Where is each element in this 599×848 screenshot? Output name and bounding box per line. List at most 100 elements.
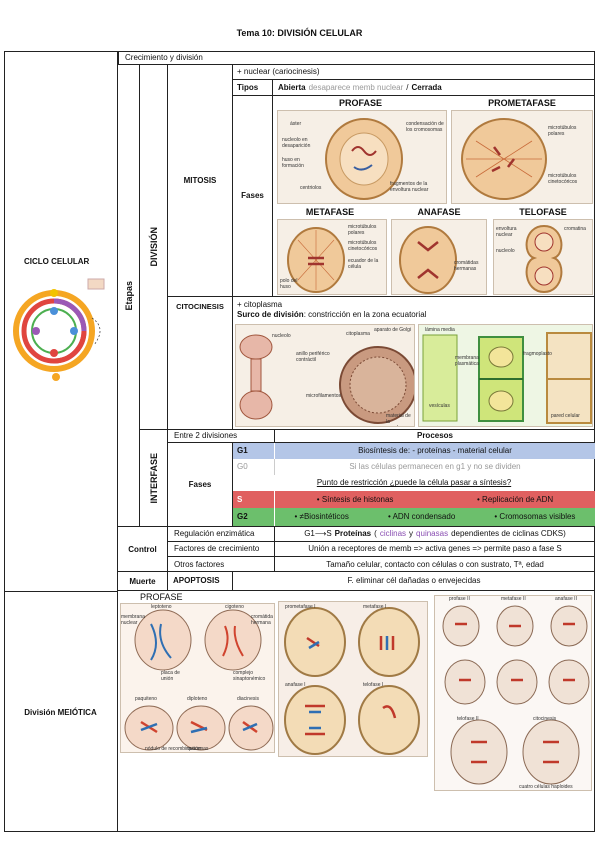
mitosis-figures: PROFASE áster nucleolo en desaparición h… bbox=[273, 96, 595, 297]
citocinesis-cell: + citoplasma Surco de división: constric… bbox=[233, 297, 595, 430]
mei-label-10: quiasmas bbox=[187, 746, 209, 752]
tipos-value: Abierta desaparece memb nuclear / Cerrad… bbox=[273, 80, 595, 96]
citocinesis-plant-image: lámina media vesículas pared celular mem… bbox=[418, 324, 593, 427]
cito-label-3: citoplasma bbox=[346, 331, 370, 337]
g0-text: Si las células permanecen en g1 y no se … bbox=[349, 462, 521, 472]
mei-label-11: prometafase I bbox=[285, 604, 316, 610]
profase-caption: PROFASE bbox=[338, 98, 382, 108]
mei-label-15: profase II bbox=[449, 596, 470, 602]
g2-item-b: • ADN condensado bbox=[387, 512, 456, 522]
meiosis-profase-image: leptoteno cigoteno membrana nuclear crom… bbox=[120, 603, 275, 753]
cito-label-8: pared celular bbox=[551, 413, 580, 419]
prof-label-5: fragmentos de la envoltura nuclear bbox=[390, 181, 429, 193]
mitosis-label: MITOSIS bbox=[168, 65, 233, 297]
g2-item-c: • Cromosomas visibles bbox=[494, 512, 576, 522]
interfase-fases-label: Fases bbox=[168, 443, 233, 526]
mei-label-5: complejo sinaptonémico bbox=[233, 670, 266, 682]
mei-label-9: nódulo de recombinación bbox=[145, 746, 201, 752]
control-r2-label: Factores de crecimiento bbox=[168, 542, 275, 557]
ciclo-celular-label: CICLO CELULAR bbox=[24, 257, 90, 266]
control-r1-label: Regulación enzimática bbox=[168, 527, 275, 542]
cerrada: Cerrada bbox=[411, 82, 442, 92]
muerte-label: Muerte bbox=[118, 571, 168, 591]
ana-label-0: cromátidas hermanas bbox=[454, 260, 479, 272]
meta-label-1: microtúbulos cinetocóricos bbox=[348, 240, 378, 252]
telofase-image: envoltura nuclear nucleolo cromatina bbox=[493, 219, 593, 295]
profase-image: áster nucleolo en desaparición huso en f… bbox=[277, 110, 447, 204]
mei-label-8: diacinesis bbox=[237, 696, 259, 702]
division-label: DIVISIÓN bbox=[148, 227, 159, 267]
cito-text: + citoplasma bbox=[237, 300, 283, 309]
prof-label-2: huso en formación bbox=[282, 157, 304, 169]
mei-label-17: anafase II bbox=[555, 596, 577, 602]
cito-label-4: aparato de Golgi bbox=[374, 327, 411, 333]
cito-label-5: vesículas bbox=[429, 403, 450, 409]
g1-text: Biosíntesis de: - proteínas - material c… bbox=[275, 443, 595, 459]
g1-label: G1 bbox=[233, 443, 275, 459]
s-item-b: • Replicación de ADN bbox=[477, 494, 554, 504]
anafase-caption: ANAFASE bbox=[417, 207, 461, 217]
meiosis-figures: PROFASE leptoteno cigoteno membrana nucl… bbox=[118, 591, 595, 832]
tipos-label: Tipos bbox=[233, 80, 273, 96]
muerte-value: F. eliminar cél dañadas o envejecidas bbox=[233, 571, 595, 591]
surco-title: Surco de división bbox=[237, 310, 304, 319]
g2-row: • ≠Biosintéticos • ADN condensado • Crom… bbox=[275, 508, 595, 526]
mei-label-3: cromátida hermana bbox=[251, 614, 273, 626]
prometafase-caption: PROMETAFASE bbox=[488, 98, 556, 108]
control-r2-value: Unión a receptores de memb => activa gen… bbox=[275, 542, 595, 557]
mei-label-12: metafase I bbox=[363, 604, 387, 610]
mei-label-14: telofase I bbox=[363, 682, 384, 688]
apoptosis-label: APOPTOSIS bbox=[168, 571, 233, 591]
punto-restriccion: Punto de restricción ¿puede la célula pa… bbox=[316, 478, 512, 488]
anafase-image: cromátidas hermanas bbox=[391, 219, 487, 295]
r1-proteinas: Proteínas bbox=[334, 529, 372, 539]
mei-label-0: leptoteno bbox=[151, 604, 172, 610]
surco-rest: : constricción en la zona ecuatorial bbox=[303, 310, 427, 319]
meta-label-0: microtúbulos polares bbox=[348, 224, 377, 236]
mei-label-19: citocinesis bbox=[533, 716, 557, 722]
r1-quinasas: quinasas bbox=[416, 529, 449, 539]
mei-label-16: metafase II bbox=[501, 596, 526, 602]
cito-label-0: nucleolo bbox=[272, 333, 291, 339]
meiosis-I-image: prometafase I metafase I anafase I telof… bbox=[278, 601, 428, 757]
entre-divisiones: Entre 2 divisiones bbox=[168, 430, 275, 443]
cito-label-6: material de la membrana bbox=[386, 413, 411, 426]
mei-label-4: placa de unión bbox=[161, 670, 180, 682]
mei-label-7: diploteno bbox=[187, 696, 208, 702]
prof-label-3: centriolos bbox=[300, 185, 322, 191]
ciclo-celular-cell: CICLO CELULAR bbox=[4, 51, 118, 591]
telo-label-2: cromatina bbox=[564, 226, 586, 232]
citocinesis-label: CITOCINESIS bbox=[168, 297, 233, 430]
control-rows: Regulación enzimática G1⟶S Proteínas (ci… bbox=[168, 526, 595, 572]
r1-y: y bbox=[409, 529, 414, 539]
prometafase-image: microtúbulos polares microtúbulos cineto… bbox=[451, 110, 593, 204]
r1-paren: ( bbox=[374, 529, 377, 539]
g2-item-a: • ≠Biosintéticos bbox=[294, 512, 349, 522]
cell-cycle-diagram bbox=[13, 278, 105, 381]
page-title: Tema 10: DIVISIÓN CELULAR bbox=[236, 28, 363, 38]
r1-arrow: G1⟶S bbox=[304, 529, 332, 539]
prof-label-0: áster bbox=[290, 121, 302, 127]
division-meiotica-label: División MEIÓTICA bbox=[4, 591, 118, 832]
telofase-caption: TELOFASE bbox=[519, 207, 567, 217]
cito-label-2: microfilamentos bbox=[306, 393, 342, 399]
prom-label-1: microtúbulos cinetocóricos bbox=[548, 173, 578, 185]
control-r3-value: Tamaño celular, contacto con células o c… bbox=[326, 559, 544, 569]
metafase-caption: METAFASE bbox=[305, 207, 355, 217]
crecimiento-header: Crecimiento y división bbox=[118, 51, 595, 65]
abierta: Abierta bbox=[278, 82, 306, 92]
prom-label-0: microtúbulos polares bbox=[548, 125, 577, 137]
mei-label-6: paquiteno bbox=[135, 696, 157, 702]
cito-label-9: membrana plasmática bbox=[455, 355, 479, 367]
s-label: S bbox=[233, 491, 275, 508]
mei-label-1: cigoteno bbox=[225, 604, 244, 610]
meta-label-3: polo del huso bbox=[280, 278, 298, 290]
prof-label-1: nucleolo en desaparición bbox=[282, 137, 311, 149]
s-row: • Síntesis de histonas • Replicación de … bbox=[275, 491, 595, 508]
desaparece: desaparece memb nuclear bbox=[308, 82, 404, 92]
control-r1-value: G1⟶S Proteínas (ciclinas y quinasas depe… bbox=[275, 527, 595, 542]
metafase-image: microtúbulos polares microtúbulos cineto… bbox=[277, 219, 387, 295]
mei-label-13: anafase I bbox=[285, 682, 306, 688]
slash: / bbox=[406, 82, 409, 92]
r1-ciclinas: ciclinas bbox=[379, 529, 407, 539]
